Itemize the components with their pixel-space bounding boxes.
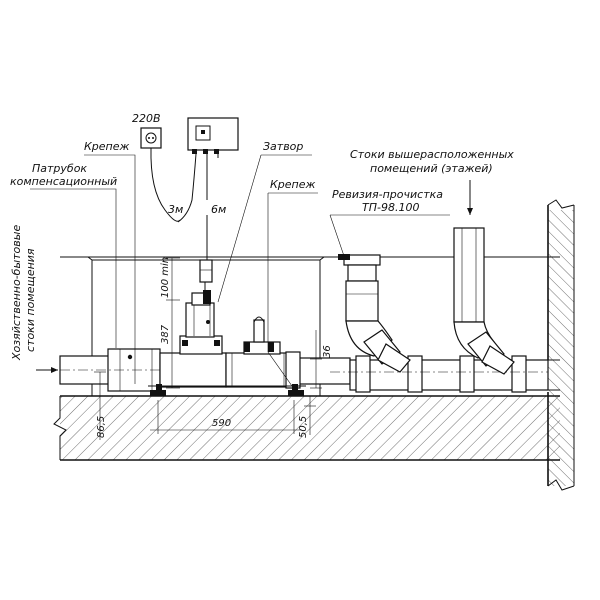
pump-unit — [159, 259, 227, 388]
leader-lines — [30, 154, 473, 387]
dim-590-label: 590 — [212, 418, 231, 429]
cables — [150, 147, 219, 260]
dim-36-label: 36 — [322, 345, 333, 358]
upper-riser — [453, 227, 515, 375]
household-label-1: Хозяйственно-бытовые — [10, 225, 23, 361]
gate-valve — [225, 316, 291, 388]
cable-6m-label: 6м — [211, 203, 226, 216]
revision-label-2: ТП-98.100 — [362, 201, 419, 214]
upper-label-2: помещений (этажей) — [370, 162, 493, 175]
power-label: 220В — [132, 112, 161, 125]
cable-3m-label: 3м — [168, 203, 183, 216]
power-socket — [140, 127, 162, 149]
dim-100-label: 100 min — [160, 257, 171, 298]
gate-label: Затвор — [263, 140, 303, 153]
comp-label-1: Патрубок — [32, 162, 87, 175]
dimension-lines — [94, 257, 322, 440]
household-label-2: стоки помещения — [24, 248, 37, 352]
dim-50-label: 50,5 — [298, 416, 309, 438]
outlet-pipe — [285, 351, 560, 393]
support-feet — [148, 384, 306, 396]
fastener-right-label: Крепеж — [270, 178, 316, 191]
fastener-left-label: Крепеж — [84, 140, 130, 153]
dim-86-label: 86,5 — [96, 416, 107, 438]
comp-label-2: компенсационный — [10, 175, 117, 188]
revision-riser — [338, 254, 411, 373]
dim-387-label: 387 — [160, 324, 171, 344]
control-box — [187, 117, 239, 154]
revision-label-1: Ревизия-прочистка — [332, 188, 443, 201]
wall — [547, 199, 575, 491]
upper-label-1: Стоки вышерасположенных — [350, 148, 514, 161]
